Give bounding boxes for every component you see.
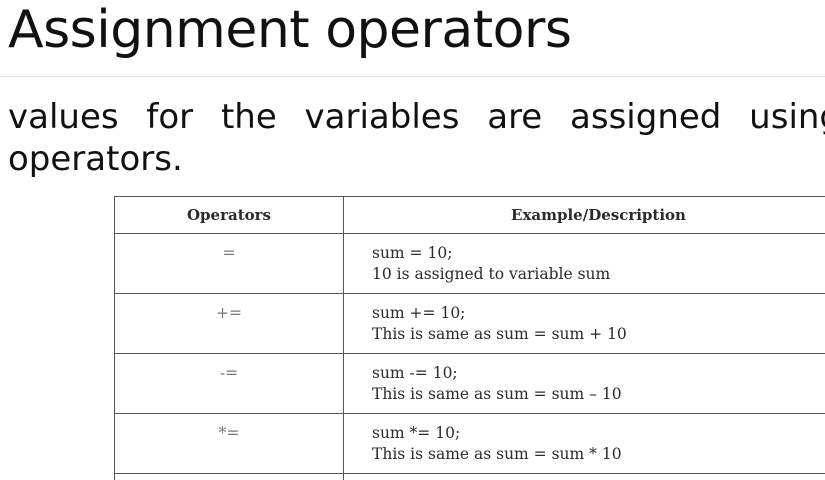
slide-title: Assignment operators [8,0,572,60]
body-line-1: values for the variables are assigned us… [8,97,825,137]
table-row: = sum = 10; 10 is assigned to variable s… [114,233,825,294]
example-code: sum -= 10; [372,364,458,382]
operator-cell: += [114,293,344,354]
example-description: This is same as sum = sum * 10 [372,445,622,463]
example-description: This is same as sum = sum – 10 [372,385,622,403]
table-row-cut-off [114,473,825,480]
example-description: 10 is assigned to variable sum [372,265,611,283]
operator-cell-empty [114,473,344,480]
body-paragraph: values for the variables are assigned us… [8,96,825,180]
header-operators: Operators [114,196,344,234]
operator-cell: = [114,233,344,294]
header-example-description: Example/Description [343,196,825,234]
operators-table: Operators Example/Description = sum = 10… [114,196,825,480]
description-cell-empty [343,473,825,480]
table-header-row: Operators Example/Description [114,196,825,234]
table-row: -= sum -= 10; This is same as sum = sum … [114,353,825,414]
example-code: sum = 10; [372,244,453,262]
example-code: sum += 10; [372,304,466,322]
table-row: += sum += 10; This is same as sum = sum … [114,293,825,354]
title-divider [0,76,825,77]
description-cell: sum += 10; This is same as sum = sum + 1… [343,293,825,354]
operator-cell: *= [114,413,344,474]
operator-cell: -= [114,353,344,414]
table-row: *= sum *= 10; This is same as sum = sum … [114,413,825,474]
example-code: sum *= 10; [372,424,461,442]
description-cell: sum = 10; 10 is assigned to variable sum [343,233,825,294]
operators-table-container: Operators Example/Description = sum = 10… [114,196,825,480]
description-cell: sum *= 10; This is same as sum = sum * 1… [343,413,825,474]
example-description: This is same as sum = sum + 10 [372,325,627,343]
description-cell: sum -= 10; This is same as sum = sum – 1… [343,353,825,414]
body-line-2: operators. [8,139,183,179]
